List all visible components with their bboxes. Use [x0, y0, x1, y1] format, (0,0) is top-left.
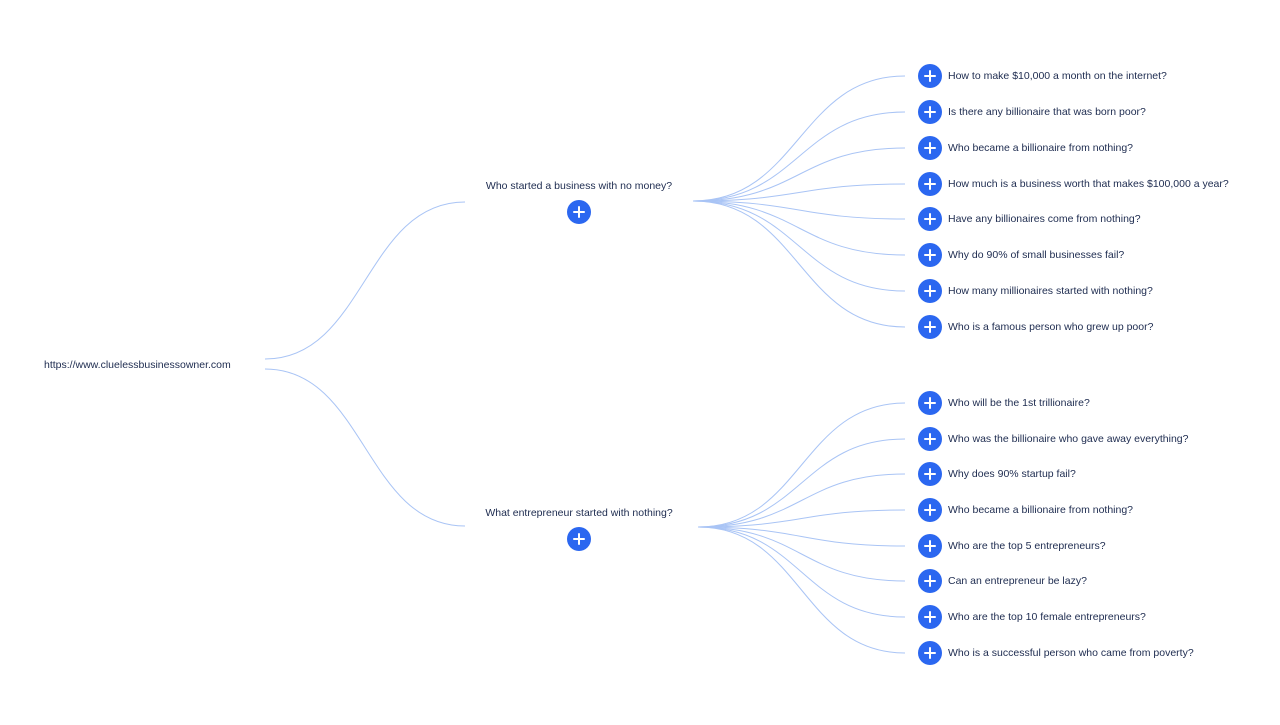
leaf-1-1-label[interactable]: How to make $10,000 a month on the inter…	[948, 70, 1167, 82]
leaf-2-4-plus-icon[interactable]	[918, 498, 942, 522]
connector-root-branch-2	[264, 368, 466, 527]
connector-branch-2-leaf-1	[697, 402, 906, 528]
leaf-1-8-label[interactable]: Who is a famous person who grew up poor?	[948, 321, 1154, 333]
connector-branch-2-leaf-2	[697, 438, 906, 528]
leaf-2-6-label[interactable]: Can an entrepreneur be lazy?	[948, 575, 1087, 587]
leaf-2-2-plus-icon[interactable]	[918, 427, 942, 451]
leaf-1-5-label[interactable]: Have any billionaires come from nothing?	[948, 213, 1141, 225]
connector-branch-1-leaf-4	[692, 183, 906, 202]
leaf-2-3-plus-icon[interactable]	[918, 462, 942, 486]
leaf-1-4-plus-icon[interactable]	[918, 172, 942, 196]
leaf-1-2-label[interactable]: Is there any billionaire that was born p…	[948, 106, 1146, 118]
connector-branch-1-leaf-2	[692, 111, 906, 202]
leaf-1-6-plus-icon[interactable]	[918, 243, 942, 267]
connector-branch-2-leaf-7	[697, 526, 906, 618]
leaf-1-1-plus-icon[interactable]	[918, 64, 942, 88]
leaf-1-4-label[interactable]: How much is a business worth that makes …	[948, 178, 1229, 190]
leaf-1-7-label[interactable]: How many millionaires started with nothi…	[948, 285, 1153, 297]
leaf-2-6-plus-icon[interactable]	[918, 569, 942, 593]
branch-1-label[interactable]: Who started a business with no money?	[485, 180, 673, 192]
leaf-1-5-plus-icon[interactable]	[918, 207, 942, 231]
connector-branch-2-leaf-8	[697, 526, 906, 654]
connector-branch-2-leaf-3	[697, 473, 906, 528]
root-node-label[interactable]: https://www.cluelessbusinessowner.com	[44, 359, 231, 371]
leaf-2-7-label[interactable]: Who are the top 10 female entrepreneurs?	[948, 611, 1146, 623]
connector-branch-1-leaf-7	[692, 200, 906, 292]
leaf-1-8-plus-icon[interactable]	[918, 315, 942, 339]
leaf-2-3-label[interactable]: Why does 90% startup fail?	[948, 468, 1076, 480]
branch-2-label[interactable]: What entrepreneur started with nothing?	[485, 507, 673, 519]
leaf-2-1-label[interactable]: Who will be the 1st trillionaire?	[948, 397, 1090, 409]
leaf-2-4-label[interactable]: Who became a billionaire from nothing?	[948, 504, 1134, 516]
leaf-2-5-plus-icon[interactable]	[918, 534, 942, 558]
leaf-2-2-label[interactable]: Who was the billionaire who gave away ev…	[948, 433, 1189, 445]
connector-branch-2-leaf-5	[697, 526, 906, 547]
leaf-1-6-label[interactable]: Why do 90% of small businesses fail?	[948, 249, 1125, 261]
leaf-2-5-label[interactable]: Who are the top 5 entrepreneurs?	[948, 540, 1106, 552]
connector-branch-1-leaf-3	[692, 147, 906, 202]
connector-root-branch-1	[264, 201, 466, 360]
connector-branch-1-leaf-6	[692, 200, 906, 256]
leaf-2-1-plus-icon[interactable]	[918, 391, 942, 415]
leaf-1-7-plus-icon[interactable]	[918, 279, 942, 303]
leaf-1-2-plus-icon[interactable]	[918, 100, 942, 124]
connector-branch-2-leaf-4	[697, 509, 906, 528]
branch-1-expand-plus-icon[interactable]	[567, 200, 591, 224]
connector-branch-1-leaf-5	[692, 200, 906, 220]
leaf-2-8-label[interactable]: Who is a successful person who came from…	[948, 647, 1194, 659]
connector-branch-1-leaf-8	[692, 200, 906, 328]
connector-branch-1-leaf-1	[692, 75, 906, 202]
leaf-1-3-plus-icon[interactable]	[918, 136, 942, 160]
leaf-2-8-plus-icon[interactable]	[918, 641, 942, 665]
leaf-1-3-label[interactable]: Who became a billionaire from nothing?	[948, 142, 1134, 154]
leaf-2-7-plus-icon[interactable]	[918, 605, 942, 629]
branch-2-expand-plus-icon[interactable]	[567, 527, 591, 551]
connector-branch-2-leaf-6	[697, 526, 906, 582]
